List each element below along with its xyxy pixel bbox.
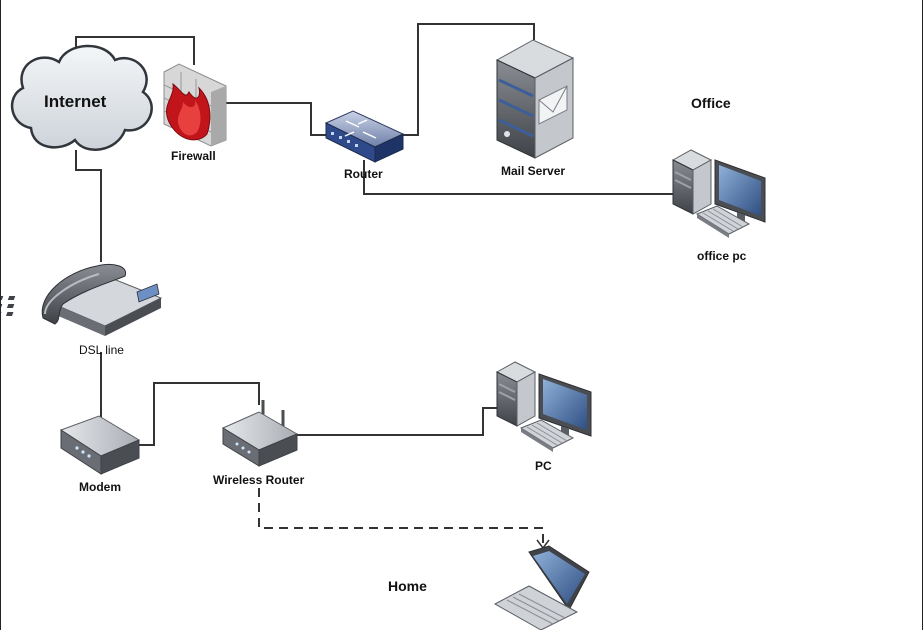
office-section-label: Office	[691, 95, 731, 111]
desktop-pc-icon	[671, 149, 766, 238]
dsl-line-label: DSL line	[79, 343, 124, 357]
link-internet-dsl	[75, 150, 102, 262]
wireless-router-icon	[221, 400, 299, 467]
link-internet-firewall	[75, 36, 195, 65]
mail-server-label: Mail Server	[501, 164, 566, 178]
link-wirelessrouter-pc	[297, 407, 497, 436]
modem-icon	[59, 415, 141, 475]
connection-lines	[75, 23, 673, 550]
link-modem-wirelessrouter	[139, 382, 260, 446]
cloud-icon	[10, 44, 153, 151]
home-section-label: Home	[388, 578, 427, 594]
link-router-officepc	[363, 160, 673, 195]
desktop-pc-icon	[495, 361, 592, 452]
modem-label: Modem	[79, 480, 121, 494]
laptop-icon	[493, 545, 590, 630]
pc-label: PC	[535, 459, 552, 473]
link-wirelessrouter-laptop	[258, 488, 544, 546]
wireless-router-label: Wireless Router	[213, 473, 305, 487]
link-firewall-router	[226, 102, 326, 136]
office-pc-label: office pc	[697, 249, 747, 263]
telephone-icon	[1, 263, 163, 336]
internet-label: Internet	[44, 92, 107, 111]
server-icon	[495, 39, 575, 159]
firewall-icon	[163, 63, 227, 147]
router-label: Router	[344, 167, 383, 181]
router-icon	[324, 110, 405, 163]
link-router-mailserver	[401, 23, 535, 136]
firewall-label: Firewall	[171, 149, 216, 163]
